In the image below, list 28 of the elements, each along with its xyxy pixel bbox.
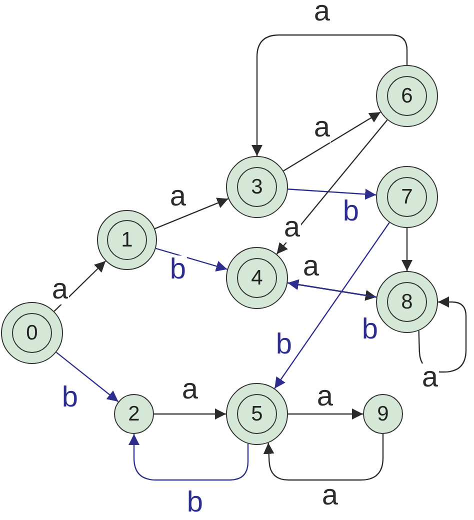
transition-arrow (418, 296, 467, 373)
transition-arrow (156, 248, 228, 272)
state-number: 4 (251, 268, 263, 288)
transition-arrow (274, 222, 390, 389)
state-number: 6 (401, 86, 413, 106)
transition-arrow (276, 120, 388, 254)
transition-arrow (54, 260, 106, 312)
transition-arrow (56, 352, 119, 402)
transition-arrow (288, 408, 363, 420)
transition-arrow (128, 434, 249, 481)
state-number: 2 (128, 404, 140, 424)
transition-arrow (402, 228, 412, 271)
state-circle (114, 394, 154, 434)
state-number: 7 (401, 186, 413, 208)
state-number: 3 (251, 176, 263, 198)
state-number: 8 (401, 292, 413, 312)
state-number: 0 (26, 322, 38, 344)
transition-arrow (288, 279, 376, 298)
transition-arrow (154, 408, 226, 420)
state-number: 9 (377, 404, 389, 424)
transition-arrow (288, 188, 376, 200)
state-number: 1 (121, 230, 133, 250)
transition-arrow (263, 434, 384, 481)
transition-arrow (283, 112, 381, 172)
state-number: 5 (251, 404, 263, 424)
transition-arrow (154, 198, 229, 230)
transition-arrow (252, 34, 408, 156)
state-circle (363, 394, 403, 434)
